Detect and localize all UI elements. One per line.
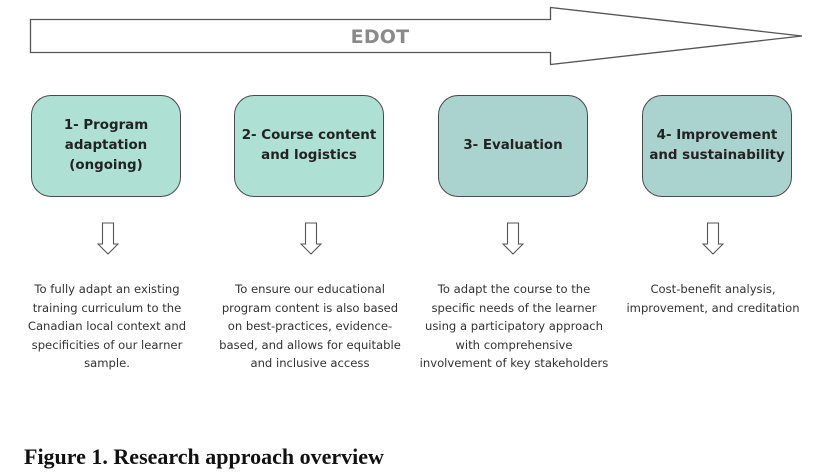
step-box-program-adaptation: 1- Program adaptation (ongoing) xyxy=(31,95,181,197)
timeline-label: EDOT xyxy=(350,26,410,48)
down-arrow-icon xyxy=(97,222,119,255)
step-description: To adapt the course to the specific need… xyxy=(419,282,609,371)
down-arrow-icon xyxy=(300,222,322,255)
figure-caption: Figure 1. Research approach overview xyxy=(24,444,384,469)
step-title: 4- Improvement and sustainability xyxy=(649,128,785,163)
step-description: To ensure our educational program conten… xyxy=(219,282,401,371)
step-box-evaluation: 3- Evaluation xyxy=(438,95,588,197)
timeline-arrow xyxy=(29,6,803,66)
step-description: Cost-benefit analysis, improvement, and … xyxy=(626,282,800,315)
step-box-improvement: 4- Improvement and sustainability xyxy=(642,95,792,197)
step-title: 1- Program adaptation (ongoing) xyxy=(63,118,149,173)
step-title: 2- Course content and logistics xyxy=(241,128,377,163)
step-box-course-content: 2- Course content and logistics xyxy=(234,95,384,197)
step-description: To fully adapt an existing training curr… xyxy=(27,282,187,371)
down-arrow-icon xyxy=(502,222,524,255)
down-arrow-icon xyxy=(702,222,724,255)
step-title: 3- Evaluation xyxy=(463,138,563,153)
